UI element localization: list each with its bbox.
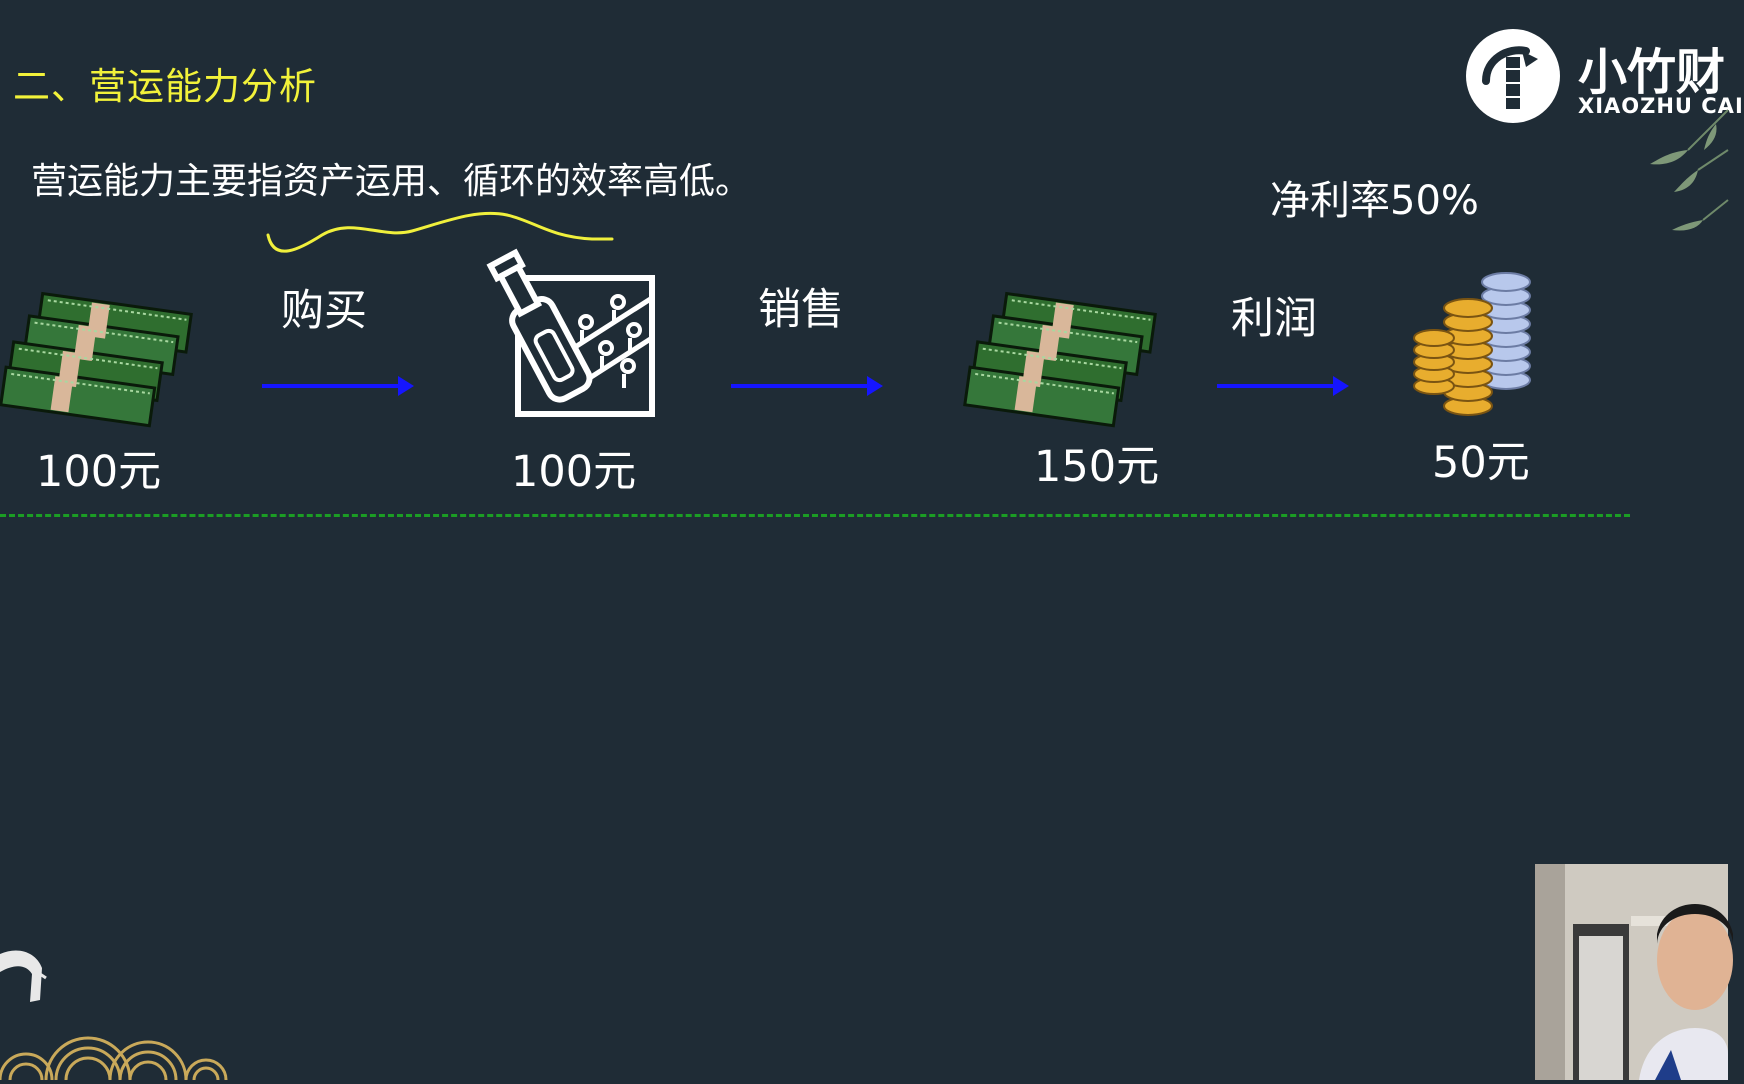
arrow-buy: [262, 376, 414, 396]
bottle-goods-icon: [486, 248, 655, 417]
arrow-sell: [731, 376, 883, 396]
amount-profit: 50元: [1432, 438, 1530, 488]
logo-name: 小竹财: [1578, 44, 1726, 101]
cash-stack-icon: [963, 291, 1157, 428]
net-margin-annotation: 净利率50%: [1270, 178, 1479, 224]
section-title: 二、营运能力分析: [13, 65, 317, 108]
company-logo: 小竹财 XIAOZHU CAI: [1466, 29, 1743, 129]
flow-label-buy: 购买: [281, 286, 367, 336]
amount-goods: 100元: [511, 447, 637, 497]
cash-stack-icon: [0, 291, 193, 428]
coin-stack-icon: [1413, 272, 1531, 416]
handwritten-underline: [266, 211, 614, 253]
crane-cloud-decoration: [0, 950, 228, 1081]
flow-label-profit: 利润: [1231, 294, 1317, 344]
cropped-annotation: 净利率50%: [1270, 160, 1500, 224]
flow-label-sell: 销售: [758, 285, 844, 335]
amount-sales: 150元: [1034, 442, 1160, 492]
arrow-profit: [1217, 376, 1349, 396]
logo-subtitle: XIAOZHU CAI: [1578, 94, 1744, 118]
bamboo-leaves-decoration: [1650, 109, 1729, 231]
definition-text: 营运能力主要指资产运用、循环的效率高低。: [31, 161, 752, 202]
amount-cash: 100元: [36, 447, 162, 497]
dashed-divider: [0, 514, 1630, 517]
bamboo-logo-icon: [1466, 29, 1560, 123]
presenter-video: [1535, 864, 1733, 1080]
